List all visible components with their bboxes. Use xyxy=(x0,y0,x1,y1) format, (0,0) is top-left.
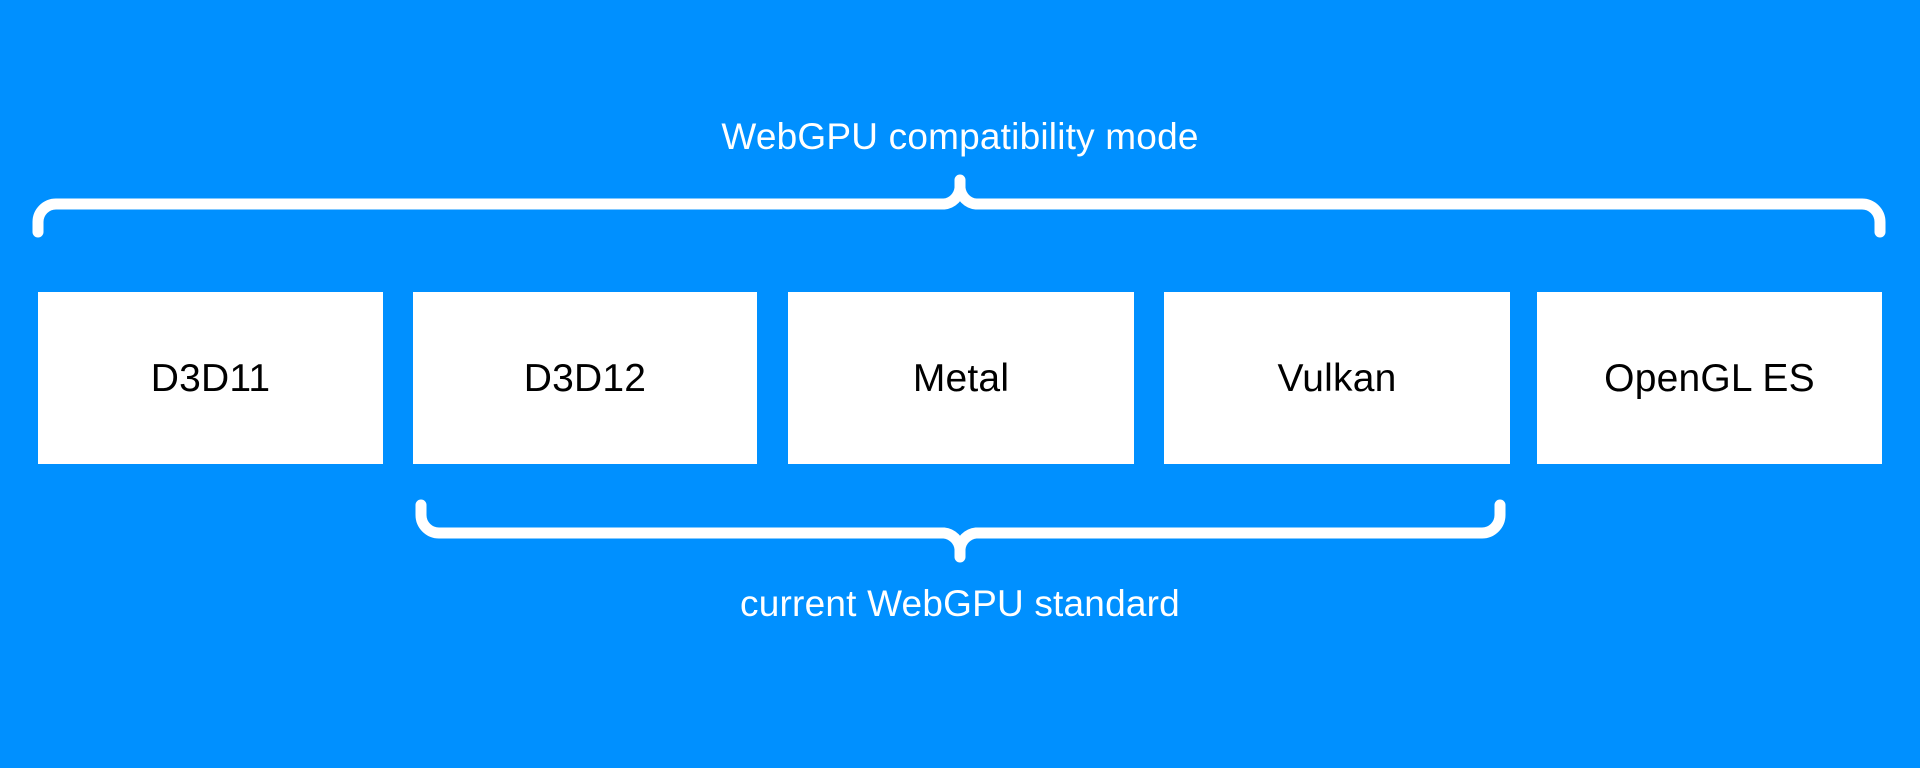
api-box-d3d12[interactable]: D3D12 xyxy=(413,292,757,464)
api-box-label: D3D12 xyxy=(523,356,647,400)
api-box-d3d11[interactable]: D3D11 xyxy=(38,292,383,464)
api-box-vulkan[interactable]: Vulkan xyxy=(1164,292,1510,464)
api-box-opengl-es[interactable]: OpenGL ES xyxy=(1537,292,1882,464)
bottom-brace-label: current WebGPU standard xyxy=(740,583,1180,624)
top-brace-label: WebGPU compatibility mode xyxy=(721,116,1199,157)
api-box-label: Metal xyxy=(912,356,1010,400)
api-box-metal[interactable]: Metal xyxy=(788,292,1134,464)
api-box-row: D3D11 D3D12 Metal Vulkan OpenGL ES xyxy=(0,292,1920,464)
api-box-label: Vulkan xyxy=(1277,356,1397,400)
api-box-label: OpenGL ES xyxy=(1604,356,1815,400)
api-box-label: D3D11 xyxy=(150,356,271,400)
